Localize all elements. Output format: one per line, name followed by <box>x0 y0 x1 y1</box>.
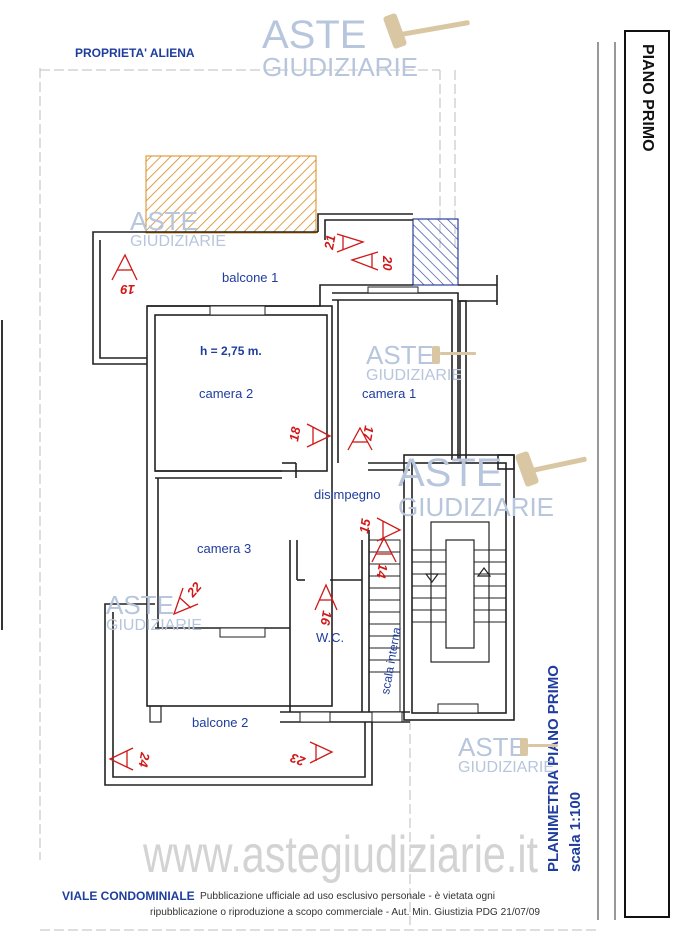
svg-text:ASTE: ASTE <box>106 590 174 620</box>
svg-text:17: 17 <box>359 424 376 442</box>
side-title-frame <box>624 30 670 918</box>
height-note: h = 2,75 m. <box>200 344 262 358</box>
watermark-logo-bottom: ASTE GIUDIZIARIE <box>458 732 558 776</box>
photo-markers: 19 21 20 18 17 15 <box>108 233 402 771</box>
room-label-wc: W.C. <box>316 630 344 645</box>
watermark-site-url: www.astegiudiziarie.it <box>142 826 538 884</box>
photo-marker-19: 19 <box>111 253 138 297</box>
blue-hatched-area <box>412 218 459 286</box>
svg-text:21: 21 <box>321 234 338 252</box>
watermark-logo-top: ASTE GIUDIZIARIE <box>262 13 470 82</box>
svg-text:ASTE: ASTE <box>458 732 526 762</box>
gavel-icon <box>515 451 587 487</box>
svg-text:15: 15 <box>356 517 373 535</box>
balcone-2-outline <box>104 603 373 786</box>
svg-text:24: 24 <box>135 750 153 769</box>
watermark-disclaimer-line-2: ripubblicazione o riproduzione a scopo c… <box>150 907 540 918</box>
svg-text:14: 14 <box>373 562 390 580</box>
svg-text:22: 22 <box>183 579 205 601</box>
room-label-camera-3: camera 3 <box>197 541 251 556</box>
sheet-border-lines <box>597 42 616 920</box>
svg-text:GIUDIZIARIE: GIUDIZIARIE <box>366 367 462 384</box>
svg-text:GIUDIZIARIE: GIUDIZIARIE <box>262 52 418 82</box>
svg-text:20: 20 <box>380 255 395 271</box>
room-label-disimpegno: disimpegno <box>314 487 381 502</box>
svg-text:23: 23 <box>288 750 308 770</box>
footer-street-label: VIALE CONDOMINIALE <box>62 889 195 903</box>
svg-text:GIUDIZIARIE: GIUDIZIARIE <box>458 759 554 776</box>
watermark-logo-camera-3: ASTE GIUDIZIARIE <box>106 590 202 634</box>
svg-text:ASTE: ASTE <box>398 451 502 495</box>
side-title: PIANO PRIMO <box>639 44 656 152</box>
svg-text:ASTE: ASTE <box>262 13 366 57</box>
photo-marker-21: 21 <box>321 233 365 253</box>
room-label-camera-2: camera 2 <box>199 386 253 401</box>
photo-marker-16: 16 <box>314 583 338 627</box>
watermark-logo-camera-1: ASTE GIUDIZIARIE <box>366 340 476 384</box>
gavel-icon <box>432 346 476 364</box>
svg-text:16: 16 <box>317 609 334 627</box>
photo-marker-17: 17 <box>347 424 377 451</box>
gavel-icon <box>383 13 470 49</box>
photo-marker-24: 24 <box>108 747 153 771</box>
stairwell <box>412 521 506 663</box>
svg-text:ASTE: ASTE <box>366 340 434 370</box>
photo-marker-14: 14 <box>371 536 397 580</box>
room-label-balcone-1: balcone 1 <box>222 270 278 285</box>
watermark-logo-balcone-1: ASTE GIUDIZIARIE <box>130 206 226 250</box>
svg-text:19: 19 <box>120 282 135 297</box>
orange-hatched-area <box>145 155 317 234</box>
svg-text:GIUDIZIARIE: GIUDIZIARIE <box>398 492 554 522</box>
photo-marker-15: 15 <box>356 517 402 542</box>
title-block-title: PLANIMETRIA PIANO PRIMO <box>545 665 562 872</box>
photo-marker-20: 20 <box>350 251 395 271</box>
photo-marker-18: 18 <box>286 423 332 448</box>
svg-text:18: 18 <box>286 425 303 443</box>
room-label-balcone-2: balcone 2 <box>192 715 248 730</box>
photo-marker-23: 23 <box>288 741 334 770</box>
title-block-scale: scala 1:100 <box>567 792 584 872</box>
watermark-logo-disimpegno: ASTE GIUDIZIARIE <box>398 451 587 522</box>
room-label-camera-1: camera 1 <box>362 386 416 401</box>
windows <box>209 286 479 723</box>
photo-marker-22: 22 <box>172 579 205 616</box>
svg-text:GIUDIZIARIE: GIUDIZIARIE <box>106 617 202 634</box>
svg-text:ASTE: ASTE <box>130 206 198 236</box>
watermark-disclaimer-line-1: Pubblicazione ufficiale ad uso esclusivo… <box>200 891 495 902</box>
svg-text:GIUDIZIARIE: GIUDIZIARIE <box>130 233 226 250</box>
header-label: PROPRIETA' ALIENA <box>75 46 195 60</box>
gavel-icon <box>520 738 558 756</box>
